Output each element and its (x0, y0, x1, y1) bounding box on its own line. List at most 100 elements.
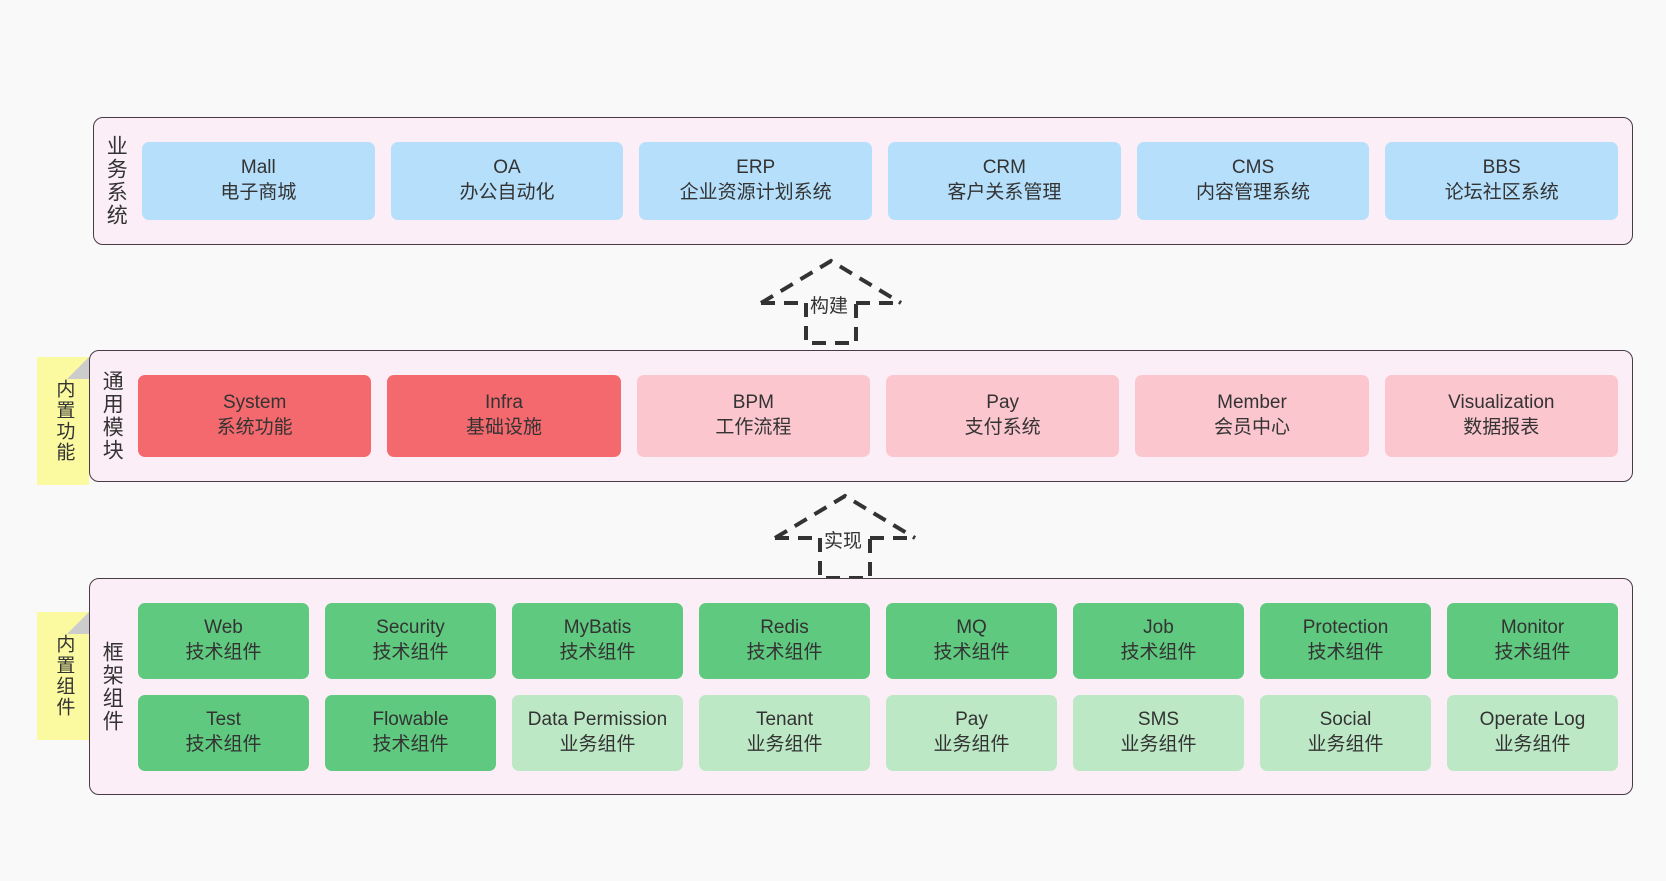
layer-title-common-module: 通用模块 (100, 370, 124, 462)
node-subtitle: 技术组件 (1120, 641, 1197, 663)
node-subtitle: 技术组件 (1494, 641, 1571, 663)
node-visualization[interactable]: Visualization 数据报表 (1384, 375, 1618, 457)
node-social[interactable]: Social 业务组件 (1260, 694, 1431, 771)
node-title: Monitor (1500, 616, 1565, 638)
node-erp[interactable]: ERP 企业资源计划系统 (639, 142, 873, 220)
node-title: Job (1143, 616, 1174, 638)
node-subtitle: 技术组件 (185, 641, 262, 663)
node-tenant[interactable]: Tenant 业务组件 (699, 694, 870, 771)
layer-body-common-module: System 系统功能 Infra 基础设施 BPM 工作流程 Pay 支付系统 (132, 351, 1632, 481)
node-job[interactable]: Job 技术组件 (1073, 602, 1244, 679)
node-row: Test 技术组件 Flowable 技术组件 Data Permission … (138, 694, 1618, 771)
node-title: Flowable (372, 708, 449, 730)
node-protection[interactable]: Protection 技术组件 (1260, 602, 1431, 679)
node-title: Redis (760, 616, 809, 638)
node-oa[interactable]: OA 办公自动化 (390, 142, 624, 220)
node-title: Data Permission (527, 708, 668, 730)
layer-body-framework-component: Web 技术组件 Security 技术组件 MyBatis 技术组件 Redi… (132, 579, 1632, 794)
node-subtitle: 企业资源计划系统 (679, 182, 832, 203)
node-subtitle: 系统功能 (216, 417, 293, 438)
node-subtitle: 技术组件 (1307, 641, 1384, 663)
node-subtitle: 工作流程 (715, 417, 792, 438)
node-title: Web (204, 616, 243, 638)
sticky-note-builtin-function: 内置功能 (37, 357, 89, 485)
node-bpm[interactable]: BPM 工作流程 (636, 375, 870, 457)
layer-title-business-system: 业务系统 (104, 135, 128, 227)
node-row: Web 技术组件 Security 技术组件 MyBatis 技术组件 Redi… (138, 602, 1618, 679)
node-subtitle: 论坛社区系统 (1444, 182, 1559, 203)
node-flowable[interactable]: Flowable 技术组件 (325, 694, 496, 771)
node-title: Test (206, 708, 241, 730)
node-subtitle: 业务组件 (933, 733, 1010, 755)
node-security[interactable]: Security 技术组件 (325, 602, 496, 679)
node-crm[interactable]: CRM 客户关系管理 (888, 142, 1121, 220)
node-subtitle: 技术组件 (933, 641, 1010, 663)
node-title: Visualization (1448, 392, 1555, 414)
node-title: Pay (955, 708, 988, 730)
node-title: MQ (956, 616, 987, 638)
row-wrap-business-system: Mall 电子商城 OA 办公自动化 ERP 企业资源计划系统 CRM 客户关系… (142, 142, 1619, 220)
node-title: Security (376, 616, 445, 638)
node-system[interactable]: System 系统功能 (138, 375, 372, 457)
node-sms[interactable]: SMS 业务组件 (1073, 694, 1244, 771)
node-title: Protection (1302, 616, 1389, 638)
connector-build-label: 构建 (810, 296, 849, 317)
node-title: BBS (1482, 157, 1521, 179)
node-title: SMS (1137, 708, 1180, 730)
node-subtitle: 技术组件 (372, 733, 449, 755)
node-operate-log[interactable]: Operate Log 业务组件 (1447, 694, 1618, 771)
node-member[interactable]: Member 会员中心 (1135, 375, 1369, 457)
node-title: ERP (736, 157, 776, 179)
node-mall[interactable]: Mall 电子商城 (142, 142, 375, 220)
node-title: MyBatis (563, 616, 632, 638)
node-title: CMS (1231, 157, 1275, 179)
node-row: System 系统功能 Infra 基础设施 BPM 工作流程 Pay 支付系统 (138, 375, 1618, 457)
layer-framework-component: 框架组件 Web 技术组件 Security 技术组件 MyBatis 技术组件 (89, 578, 1633, 795)
node-mybatis[interactable]: MyBatis 技术组件 (512, 602, 683, 679)
sticky-note-label: 内置组件 (53, 634, 75, 718)
node-data-permission[interactable]: Data Permission 业务组件 (512, 694, 683, 771)
node-title: Operate Log (1479, 708, 1586, 730)
node-redis[interactable]: Redis 技术组件 (699, 602, 870, 679)
node-title: Mall (240, 157, 276, 179)
node-title: Tenant (755, 708, 814, 730)
node-title: Infra (484, 392, 523, 414)
node-subtitle: 技术组件 (559, 641, 636, 663)
node-title: OA (493, 157, 521, 179)
node-title: Social (1319, 708, 1372, 730)
node-subtitle: 技术组件 (372, 641, 449, 663)
row-wrap-framework-component: Web 技术组件 Security 技术组件 MyBatis 技术组件 Redi… (138, 602, 1618, 771)
node-pay-component[interactable]: Pay 业务组件 (886, 694, 1057, 771)
node-subtitle: 业务组件 (1307, 733, 1384, 755)
node-infra[interactable]: Infra 基础设施 (387, 375, 621, 457)
node-title: Member (1217, 392, 1287, 414)
node-test[interactable]: Test 技术组件 (138, 694, 309, 771)
layer-title-framework-component: 框架组件 (100, 640, 124, 733)
node-pay-module[interactable]: Pay 支付系统 (885, 375, 1120, 457)
layer-body-business-system: Mall 电子商城 OA 办公自动化 ERP 企业资源计划系统 CRM 客户关系… (136, 118, 1632, 244)
node-mq[interactable]: MQ 技术组件 (886, 602, 1057, 679)
node-monitor[interactable]: Monitor 技术组件 (1447, 602, 1618, 679)
node-subtitle: 业务组件 (1494, 733, 1571, 755)
node-subtitle: 基础设施 (465, 417, 542, 438)
node-subtitle: 支付系统 (964, 417, 1041, 438)
node-subtitle: 办公自动化 (459, 182, 555, 203)
node-subtitle: 技术组件 (185, 733, 262, 755)
node-bbs[interactable]: BBS 论坛社区系统 (1385, 142, 1619, 220)
node-title: System (222, 392, 287, 414)
node-subtitle: 会员中心 (1213, 417, 1290, 438)
node-subtitle: 内容管理系统 (1196, 182, 1311, 203)
node-subtitle: 数据报表 (1463, 417, 1540, 438)
node-web[interactable]: Web 技术组件 (138, 602, 309, 679)
node-cms[interactable]: CMS 内容管理系统 (1136, 142, 1370, 220)
node-subtitle: 业务组件 (746, 733, 823, 755)
node-subtitle: 业务组件 (559, 733, 636, 755)
node-subtitle: 电子商城 (220, 182, 297, 203)
row-wrap-common-module: System 系统功能 Infra 基础设施 BPM 工作流程 Pay 支付系统 (138, 375, 1618, 457)
sticky-note-label: 内置功能 (53, 379, 75, 463)
sticky-note-builtin-component: 内置组件 (37, 612, 89, 740)
node-subtitle: 业务组件 (1120, 733, 1197, 755)
layer-common-module: 通用模块 System 系统功能 Infra 基础设施 BPM 工作流程 (89, 350, 1633, 482)
node-title: Pay (986, 392, 1020, 414)
